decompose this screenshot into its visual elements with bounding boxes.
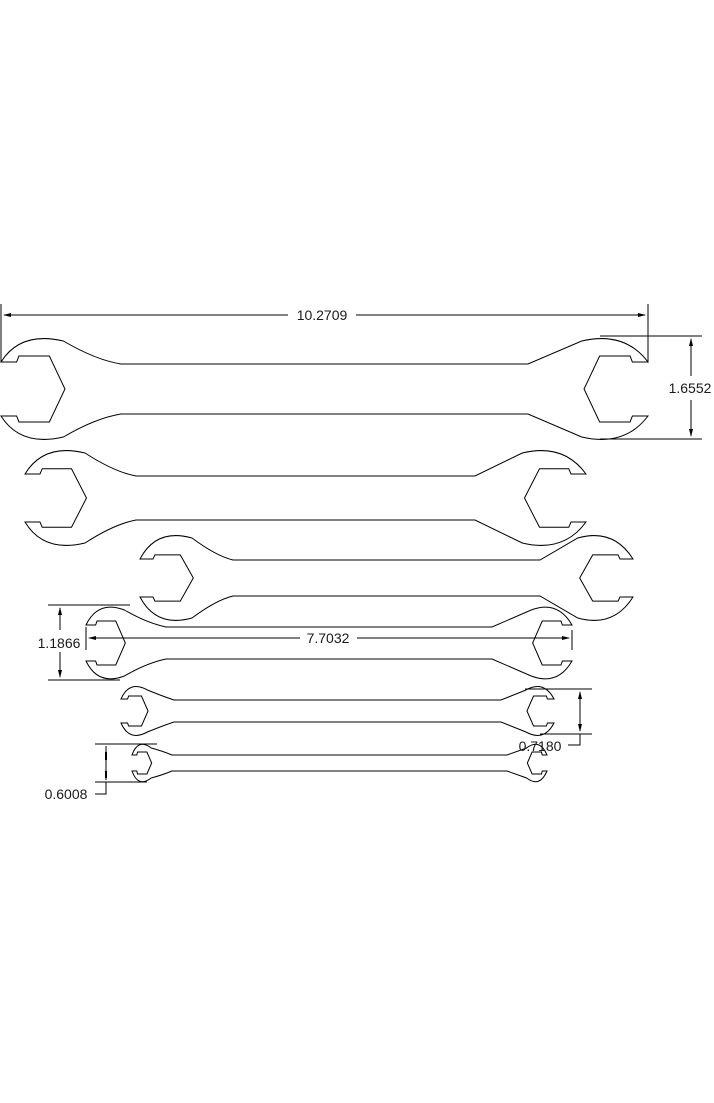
arrowhead-bottom [58, 670, 62, 678]
dimension-value-1-1866: 1.1866 [38, 635, 81, 651]
dimension-head-height-smallest: 0.6008 [45, 743, 157, 802]
dimension-head-height-small: 0.7180 [519, 688, 592, 754]
dimension-value-10-2709: 10.2709 [297, 307, 348, 323]
arrowhead-right [638, 313, 646, 317]
arrowhead-top [689, 338, 693, 346]
leader-line [568, 734, 581, 746]
dimension-overall-length-medium: 7.7032 [85, 627, 573, 650]
dimension-overall-length-large: 10.2709 [0, 304, 649, 362]
arrowhead-left [88, 636, 96, 640]
arrowhead-left [3, 313, 11, 317]
wrench-3 [139, 535, 634, 621]
wrench-2 [24, 450, 587, 546]
dimension-head-height-large: 1.6552 [600, 335, 712, 440]
arrowhead-bottom [105, 771, 107, 778]
leader-line [95, 782, 107, 795]
arrowhead-top [578, 691, 582, 699]
dimension-layer: 10.2709 1.6552 1.1866 [0, 304, 712, 802]
dimension-value-0-7180: 0.7180 [519, 738, 562, 754]
arrowhead-bottom [689, 429, 693, 437]
dimension-value-1-6552: 1.6552 [669, 380, 712, 396]
arrowhead-right [562, 636, 570, 640]
arrowhead-top [58, 607, 62, 615]
arrowhead-top [105, 752, 107, 760]
arrowhead-bottom [578, 724, 582, 732]
wrench-1 [0, 338, 650, 440]
wrench-4 [85, 606, 573, 680]
wrench-5 [120, 686, 555, 736]
wrench-layer [0, 338, 650, 783]
dimension-head-height-medium: 1.1866 [38, 604, 130, 681]
wrench-6 [131, 743, 548, 783]
dimension-value-7-7032: 7.7032 [307, 630, 350, 646]
dimension-value-0-6008: 0.6008 [45, 786, 88, 802]
